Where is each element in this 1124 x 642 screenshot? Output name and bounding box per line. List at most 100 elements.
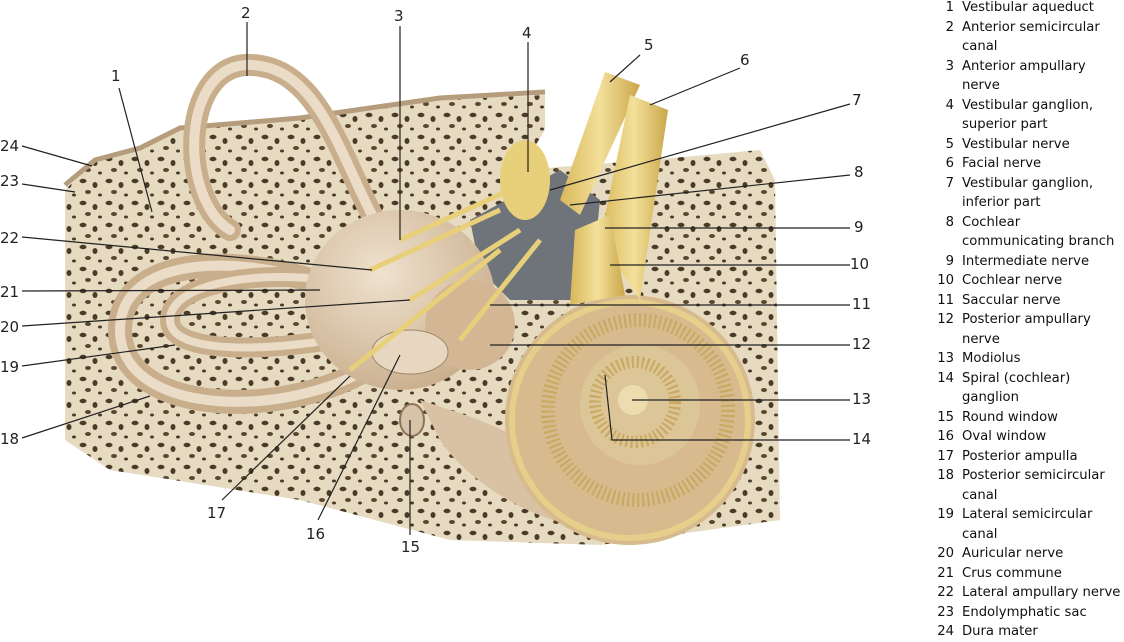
legend-item: 21 Crus commune <box>930 564 1124 584</box>
legend-item: 11 Saccular nerve <box>930 291 1124 311</box>
legend-text: Dura mater <box>962 624 1038 639</box>
legend-item: 17 Posterior ampulla <box>930 447 1124 467</box>
legend-item: 6 Facial nerve <box>930 154 1124 174</box>
legend-text: Cochlear nerve <box>962 273 1063 288</box>
legend-text: Crus commune <box>962 565 1062 581</box>
legend-number: 8 <box>945 214 954 230</box>
legend-number: 7 <box>945 175 954 191</box>
legend-text: Vestibular nerve <box>962 136 1070 152</box>
legend-number: 20 <box>937 546 954 561</box>
legend-text: Endolymphatic sac <box>962 604 1087 620</box>
callout-13: 13 <box>852 390 871 408</box>
callout-2: 2 <box>241 4 251 22</box>
legend-item: 12 Posterior ampullary nerve <box>930 310 1124 349</box>
legend-number: 11 <box>937 292 954 308</box>
legend-text: Saccular nerve <box>962 292 1061 308</box>
callout-17: 17 <box>207 504 226 522</box>
legend-number: 9 <box>945 253 954 269</box>
legend-number: 14 <box>937 370 954 386</box>
leader-lines <box>21 22 851 535</box>
callout-5: 5 <box>644 36 654 54</box>
legend-number: 21 <box>937 565 954 581</box>
legend-text: Modiolus <box>962 351 1021 366</box>
callout-numbers: 1 2 3 4 5 6 7 8 9 10 11 12 13 14 15 16 1… <box>0 4 871 556</box>
legend-number: 1 <box>945 0 954 15</box>
legend-number: 6 <box>945 156 954 171</box>
legend-number: 17 <box>937 448 954 464</box>
nerve-bundles <box>348 72 668 372</box>
semicircular-canals <box>107 53 392 414</box>
callout-10: 10 <box>850 255 869 273</box>
callout-1: 1 <box>111 67 121 85</box>
callout-15: 15 <box>401 538 420 556</box>
legend-text: Cochlear communicating branch <box>962 214 1115 250</box>
callout-21: 21 <box>0 283 19 301</box>
legend-item: 14 Spiral (cochlear) ganglion <box>930 369 1124 408</box>
legend-number: 3 <box>945 58 954 74</box>
legend-number: 10 <box>937 273 954 288</box>
legend-item: 16 Oval window <box>930 427 1124 447</box>
callout-22: 22 <box>0 229 19 247</box>
legend-text: Posterior semicircular canal <box>962 468 1105 503</box>
legend-text: Anterior ampullary nerve <box>962 58 1086 94</box>
cochlea <box>420 295 755 545</box>
callout-19: 19 <box>0 358 19 376</box>
legend-text: Vestibular ganglion, inferior part <box>962 175 1094 211</box>
dura-mater <box>63 89 546 187</box>
legend-item: 9 Intermediate nerve <box>930 252 1124 272</box>
legend-text: Vestibular ganglion, superior part <box>962 97 1094 133</box>
callout-12: 12 <box>852 335 871 353</box>
legend-text: Auricular nerve <box>962 546 1064 561</box>
legend-item: 24 Dura mater <box>930 622 1124 642</box>
legend-number: 19 <box>937 507 954 522</box>
legend-item: 1 Vestibular aqueduct <box>930 0 1124 18</box>
legend-item: 22 Lateral ampullary nerve <box>930 583 1124 603</box>
callout-9: 9 <box>854 218 864 236</box>
legend-item: 4 Vestibular ganglion, superior part <box>930 96 1124 135</box>
legend-number: 5 <box>945 136 954 152</box>
legend-item: 15 Round window <box>930 408 1124 428</box>
legend-text: Round window <box>962 409 1058 425</box>
callout-8: 8 <box>854 163 864 181</box>
legend-text: Vestibular aqueduct <box>962 0 1094 15</box>
callout-11: 11 <box>852 295 871 313</box>
legend-number: 22 <box>937 585 954 600</box>
legend-text: Lateral ampullary nerve <box>962 585 1121 600</box>
legend-text: Facial nerve <box>962 156 1042 171</box>
callout-7: 7 <box>852 91 862 109</box>
legend-item: 3 Anterior ampullary nerve <box>930 57 1124 96</box>
legend-number: 24 <box>937 624 954 639</box>
legend-text: Oval window <box>962 429 1047 444</box>
legend-number: 13 <box>937 351 954 366</box>
legend-number: 16 <box>937 429 954 444</box>
callout-23: 23 <box>0 172 19 190</box>
legend-text: Anterior semicircular canal <box>962 19 1100 55</box>
legend-item: 20 Auricular nerve <box>930 544 1124 564</box>
callout-14: 14 <box>852 430 871 448</box>
legend-number: 15 <box>937 409 954 425</box>
callout-4: 4 <box>522 24 532 42</box>
legend-number: 18 <box>937 468 954 483</box>
legend: 1 Vestibular aqueduct 2 Anterior semicircul… <box>930 0 1124 642</box>
legend-item: 10 Cochlear nerve <box>930 271 1124 291</box>
callout-6: 6 <box>740 51 750 69</box>
legend-item: 19 Lateral semicircular canal <box>930 505 1124 544</box>
legend-item: 13 Modiolus <box>930 349 1124 369</box>
legend-text: Spiral (cochlear) ganglion <box>962 370 1071 406</box>
legend-number: 23 <box>937 604 954 620</box>
legend-text: Posterior ampulla <box>962 448 1078 464</box>
legend-text: Intermediate nerve <box>962 253 1090 269</box>
legend-item: 18 Posterior semicircular canal <box>930 466 1124 505</box>
legend-number: 12 <box>937 312 954 327</box>
round-window-shape <box>399 403 425 437</box>
legend-item: 23 Endolymphatic sac <box>930 603 1124 623</box>
legend-item: 5 Vestibular nerve <box>930 135 1124 155</box>
legend-number: 4 <box>945 97 954 113</box>
oval-window-shape <box>371 329 449 375</box>
legend-item: 8 Cochlear communicating branch <box>930 213 1124 252</box>
legend-text: Posterior ampullary nerve <box>962 312 1091 347</box>
inner-ear-illustration: 1 2 3 4 5 6 7 8 9 10 11 12 13 14 15 16 1… <box>0 4 871 556</box>
callout-16: 16 <box>306 525 325 543</box>
legend-text: Lateral semicircular canal <box>962 507 1093 542</box>
legend-number: 2 <box>945 19 954 35</box>
